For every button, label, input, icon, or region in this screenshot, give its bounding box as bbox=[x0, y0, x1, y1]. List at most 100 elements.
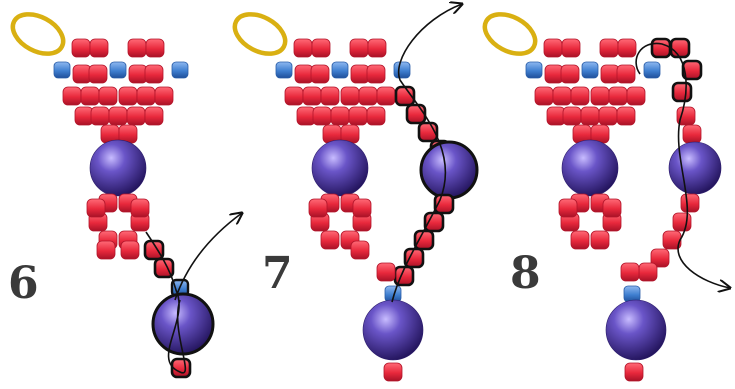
seed-bead-icon bbox=[340, 86, 360, 106]
seed-bead-icon bbox=[376, 262, 396, 282]
seed-bead-icon bbox=[80, 86, 100, 106]
seed-bead-icon bbox=[154, 86, 174, 106]
seed-bead-icon bbox=[71, 38, 91, 58]
seed-bead-icon bbox=[128, 64, 148, 84]
seed-bead-icon bbox=[672, 212, 692, 232]
seed-bead-icon bbox=[153, 257, 175, 279]
seed-bead-icon bbox=[616, 64, 636, 84]
accent-bead-icon bbox=[109, 61, 127, 79]
seed-bead-icon bbox=[311, 38, 331, 58]
seed-bead-icon bbox=[600, 64, 620, 84]
seed-bead-icon bbox=[296, 106, 316, 126]
seed-bead-icon bbox=[534, 86, 554, 106]
seed-bead-icon bbox=[367, 38, 387, 58]
seed-bead-icon bbox=[570, 86, 590, 106]
seed-bead-icon bbox=[144, 64, 164, 84]
seed-bead-icon bbox=[86, 198, 106, 218]
thread-arrow-icon bbox=[174, 213, 242, 301]
seed-bead-icon bbox=[98, 86, 118, 106]
seed-bead-icon bbox=[350, 240, 370, 260]
seed-bead-icon bbox=[552, 86, 572, 106]
seed-bead-icon bbox=[561, 38, 581, 58]
thread-arrow-icon bbox=[391, 4, 462, 303]
seed-bead-icon bbox=[62, 86, 82, 106]
seed-bead-icon bbox=[624, 362, 644, 382]
seed-bead-icon bbox=[403, 247, 425, 269]
seed-bead-icon bbox=[312, 106, 332, 126]
seed-bead-icon bbox=[669, 37, 691, 59]
accent-bead-icon bbox=[623, 285, 641, 303]
step-6-diagram bbox=[10, 12, 242, 379]
pearl-icon bbox=[605, 299, 667, 361]
accent-bead-icon bbox=[525, 61, 543, 79]
accent-bead-icon bbox=[643, 61, 661, 79]
seed-bead-icon bbox=[136, 86, 156, 106]
seed-bead-icon bbox=[310, 64, 330, 84]
accent-bead-icon bbox=[53, 61, 71, 79]
seed-bead-icon bbox=[650, 248, 670, 268]
seed-bead-icon bbox=[602, 198, 622, 218]
seed-bead-icon bbox=[130, 198, 150, 218]
seed-bead-icon bbox=[350, 64, 370, 84]
jump-ring-icon bbox=[232, 12, 288, 56]
seed-bead-icon bbox=[89, 38, 109, 58]
seed-bead-icon bbox=[88, 64, 108, 84]
seed-bead-icon bbox=[358, 86, 378, 106]
seed-bead-icon bbox=[620, 262, 640, 282]
seed-bead-icon bbox=[302, 86, 322, 106]
pearl-icon bbox=[668, 141, 722, 195]
accent-bead-icon bbox=[581, 61, 599, 79]
accent-bead-icon bbox=[171, 61, 189, 79]
seed-bead-icon bbox=[383, 362, 403, 382]
seed-bead-icon bbox=[413, 229, 435, 251]
accent-bead-icon bbox=[393, 61, 411, 79]
seed-bead-icon bbox=[626, 86, 646, 106]
seed-bead-icon bbox=[127, 38, 147, 58]
seed-bead-icon bbox=[562, 106, 582, 126]
seed-bead-icon bbox=[405, 103, 427, 125]
seed-bead-icon bbox=[608, 86, 628, 106]
seed-bead-icon bbox=[681, 59, 703, 81]
seed-bead-icon bbox=[590, 86, 610, 106]
step-number-6: 6 bbox=[8, 258, 39, 309]
seed-bead-icon bbox=[560, 64, 580, 84]
seed-bead-icon bbox=[126, 106, 146, 126]
pearl-icon bbox=[419, 140, 479, 200]
seed-bead-icon bbox=[671, 81, 693, 103]
seed-bead-icon bbox=[143, 239, 165, 261]
seed-bead-icon bbox=[617, 38, 637, 58]
seed-bead-icon bbox=[598, 106, 618, 126]
seed-bead-icon bbox=[352, 198, 372, 218]
seed-bead-icon bbox=[74, 106, 94, 126]
seed-bead-icon bbox=[680, 193, 700, 213]
thread-arrow-icon bbox=[635, 42, 730, 288]
seed-bead-icon bbox=[580, 106, 600, 126]
seed-bead-icon bbox=[650, 37, 672, 59]
seed-bead-icon bbox=[320, 230, 340, 250]
seed-bead-icon bbox=[348, 106, 368, 126]
seed-bead-icon bbox=[546, 106, 566, 126]
seed-bead-icon bbox=[330, 106, 350, 126]
seed-bead-icon bbox=[145, 38, 165, 58]
seed-bead-icon bbox=[616, 106, 636, 126]
seed-bead-icon bbox=[682, 124, 702, 144]
jump-ring-icon bbox=[482, 12, 538, 56]
seed-bead-icon bbox=[366, 106, 386, 126]
seed-bead-icon bbox=[108, 106, 128, 126]
seed-bead-icon bbox=[662, 230, 682, 250]
seed-bead-icon bbox=[320, 86, 340, 106]
seed-bead-icon bbox=[294, 64, 314, 84]
seed-bead-icon bbox=[284, 86, 304, 106]
pearl-icon bbox=[311, 139, 369, 197]
accent-bead-icon bbox=[331, 61, 349, 79]
step-number-7: 7 bbox=[262, 248, 293, 299]
seed-bead-icon bbox=[543, 38, 563, 58]
seed-bead-icon bbox=[366, 64, 386, 84]
step-7-diagram bbox=[232, 4, 479, 382]
seed-bead-icon bbox=[376, 86, 396, 106]
pearl-icon bbox=[151, 292, 215, 356]
accent-bead-icon bbox=[275, 61, 293, 79]
thread-arrow-icon bbox=[145, 231, 187, 374]
seed-bead-icon bbox=[349, 38, 369, 58]
